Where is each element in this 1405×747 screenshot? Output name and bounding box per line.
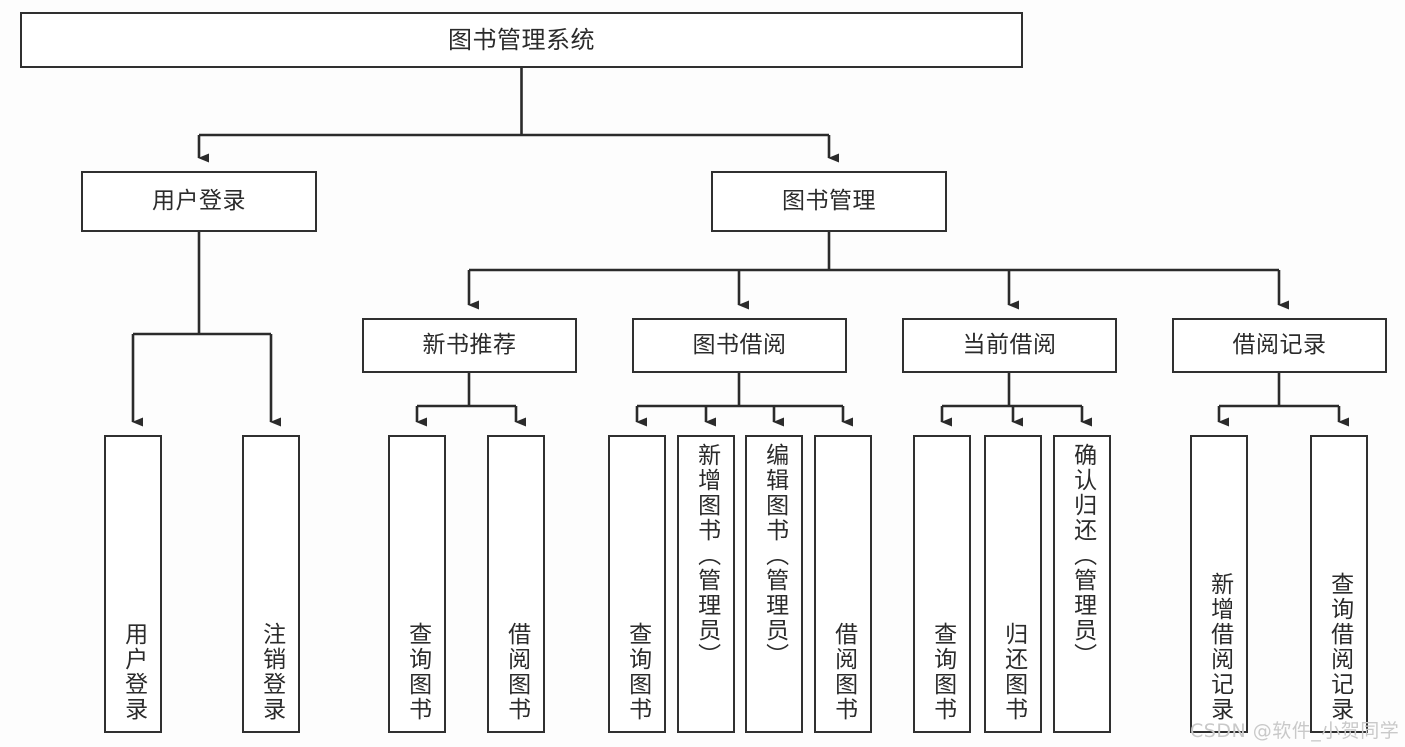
leaf-confirm-return-admin[interactable]: 确认归还（管理员） bbox=[1053, 435, 1111, 733]
leaf-query-borrow-record[interactable]: 查询借阅记录 bbox=[1310, 435, 1368, 733]
leaf-edit-book-admin[interactable]: 编辑图书（管理员） bbox=[745, 435, 803, 733]
leaf-return-book-label: 归还图书 bbox=[1000, 622, 1027, 722]
leaf-add-book-admin-label: 新增图书（管理员） bbox=[693, 443, 720, 668]
node-book-borrow-label: 图书借阅 bbox=[692, 331, 787, 358]
leaf-confirm-return-admin-label: 确认归还（管理员） bbox=[1069, 443, 1096, 668]
leaf-borrow-query-book[interactable]: 查询图书 bbox=[608, 435, 666, 733]
node-user-login-label: 用户登录 bbox=[152, 187, 246, 214]
leaf-user-login-label: 用户登录 bbox=[120, 622, 147, 722]
leaf-add-book-admin[interactable]: 新增图书（管理员） bbox=[677, 435, 735, 733]
leaf-rec-borrow-book[interactable]: 借阅图书 bbox=[487, 435, 545, 733]
leaf-add-borrow-record-label: 新增借阅记录 bbox=[1206, 572, 1233, 722]
leaf-rec-query-book-label: 查询图书 bbox=[404, 622, 431, 722]
leaf-add-borrow-record[interactable]: 新增借阅记录 bbox=[1190, 435, 1248, 733]
leaf-rec-query-book[interactable]: 查询图书 bbox=[388, 435, 446, 733]
node-borrow-record[interactable]: 借阅记录 bbox=[1172, 318, 1387, 373]
node-book-manage[interactable]: 图书管理 bbox=[711, 171, 947, 232]
csdn-watermark: CSDN @软件_小贺同学 bbox=[1190, 720, 1400, 742]
node-root-label: 图书管理系统 bbox=[448, 25, 595, 54]
node-new-book-rec-label: 新书推荐 bbox=[422, 331, 517, 358]
leaf-return-book[interactable]: 归还图书 bbox=[984, 435, 1042, 733]
node-borrow-record-label: 借阅记录 bbox=[1232, 331, 1327, 358]
node-new-book-rec[interactable]: 新书推荐 bbox=[362, 318, 577, 373]
leaf-borrow-query-book-label: 查询图书 bbox=[624, 622, 651, 722]
leaf-cur-query-book-label: 查询图书 bbox=[929, 622, 956, 722]
leaf-cur-query-book[interactable]: 查询图书 bbox=[913, 435, 971, 733]
node-current-borrow[interactable]: 当前借阅 bbox=[902, 318, 1117, 373]
leaf-borrow-book[interactable]: 借阅图书 bbox=[814, 435, 872, 733]
node-user-login[interactable]: 用户登录 bbox=[81, 171, 317, 232]
node-root[interactable]: 图书管理系统 bbox=[20, 12, 1023, 68]
leaf-user-login[interactable]: 用户登录 bbox=[104, 435, 162, 733]
leaf-query-borrow-record-label: 查询借阅记录 bbox=[1326, 572, 1353, 722]
leaf-edit-book-admin-label: 编辑图书（管理员） bbox=[761, 443, 788, 668]
node-current-borrow-label: 当前借阅 bbox=[962, 331, 1057, 358]
node-book-manage-label: 图书管理 bbox=[782, 187, 876, 214]
leaf-logout-label: 注销登录 bbox=[258, 622, 285, 722]
node-book-borrow[interactable]: 图书借阅 bbox=[632, 318, 847, 373]
leaf-borrow-book-label: 借阅图书 bbox=[830, 622, 857, 722]
leaf-logout[interactable]: 注销登录 bbox=[242, 435, 300, 733]
leaf-rec-borrow-book-label: 借阅图书 bbox=[503, 622, 530, 722]
